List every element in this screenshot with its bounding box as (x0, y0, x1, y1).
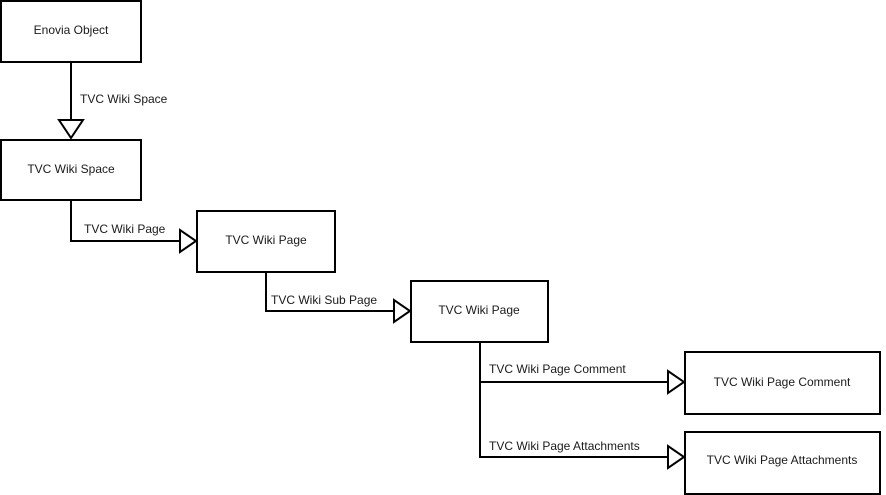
edge-page1-to-page2-label: TVC Wiki Sub Page (271, 293, 377, 307)
edges-layer: TVC Wiki Space TVC Wiki Page TVC Wiki Su… (57, 62, 686, 470)
edge-page2-to-comment[interactable]: TVC Wiki Page Comment (479, 342, 686, 395)
node-tvc-wiki-page-2-box[interactable] (410, 280, 549, 343)
node-tvc-wiki-page-comment-label: TVC Wiki Page Comment (714, 375, 851, 389)
edge-enovia-to-space-arrowhead-icon (57, 119, 85, 140)
edge-enovia-to-space[interactable]: TVC Wiki Space (57, 62, 168, 140)
node-enovia-object-label: Enovia Object (34, 23, 109, 37)
edge-page2-to-attachments-line (479, 342, 668, 458)
node-tvc-wiki-page-attachments-box[interactable] (684, 431, 881, 495)
edge-page1-to-page2-arrowhead-icon (393, 298, 412, 324)
node-tvc-wiki-space[interactable]: TVC Wiki Space (0, 139, 142, 201)
edge-page2-to-attachments-arrowhead-icon (667, 444, 686, 470)
node-tvc-wiki-space-label: TVC Wiki Space (27, 162, 115, 176)
edge-enovia-to-space-label: TVC Wiki Space (80, 92, 168, 106)
edge-page2-to-comment-label: TVC Wiki Page Comment (489, 362, 626, 376)
edge-space-to-page1-arrowhead-icon (179, 228, 198, 254)
node-tvc-wiki-page-2[interactable]: TVC Wiki Page (410, 280, 549, 343)
node-tvc-wiki-page-attachments[interactable]: TVC Wiki Page Attachments (684, 431, 881, 495)
node-tvc-wiki-page-2-label: TVC Wiki Page (438, 303, 520, 317)
edge-page2-to-comment-arrowhead-icon (667, 369, 686, 395)
node-tvc-wiki-space-box[interactable] (0, 139, 142, 201)
node-enovia-object[interactable]: Enovia Object (0, 0, 142, 63)
edge-space-to-page1-line (70, 200, 180, 242)
node-tvc-wiki-page-comment-box[interactable] (684, 351, 881, 415)
node-tvc-wiki-page-1[interactable]: TVC Wiki Page (196, 210, 336, 273)
edge-page2-to-attachments-label: TVC Wiki Page Attachments (489, 439, 640, 453)
edge-page1-to-page2-line (265, 272, 394, 312)
node-tvc-wiki-page-attachments-label: TVC Wiki Page Attachments (707, 453, 858, 467)
edge-page1-to-page2[interactable]: TVC Wiki Sub Page (265, 272, 412, 324)
node-tvc-wiki-page-1-label: TVC Wiki Page (225, 233, 307, 247)
edge-space-to-page1[interactable]: TVC Wiki Page (70, 200, 198, 254)
edge-page2-to-attachments[interactable]: TVC Wiki Page Attachments (479, 342, 686, 470)
edge-space-to-page1-label: TVC Wiki Page (84, 222, 166, 236)
node-enovia-object-box[interactable] (0, 0, 142, 63)
node-tvc-wiki-page-comment[interactable]: TVC Wiki Page Comment (684, 351, 881, 415)
node-tvc-wiki-page-1-box[interactable] (196, 210, 336, 273)
